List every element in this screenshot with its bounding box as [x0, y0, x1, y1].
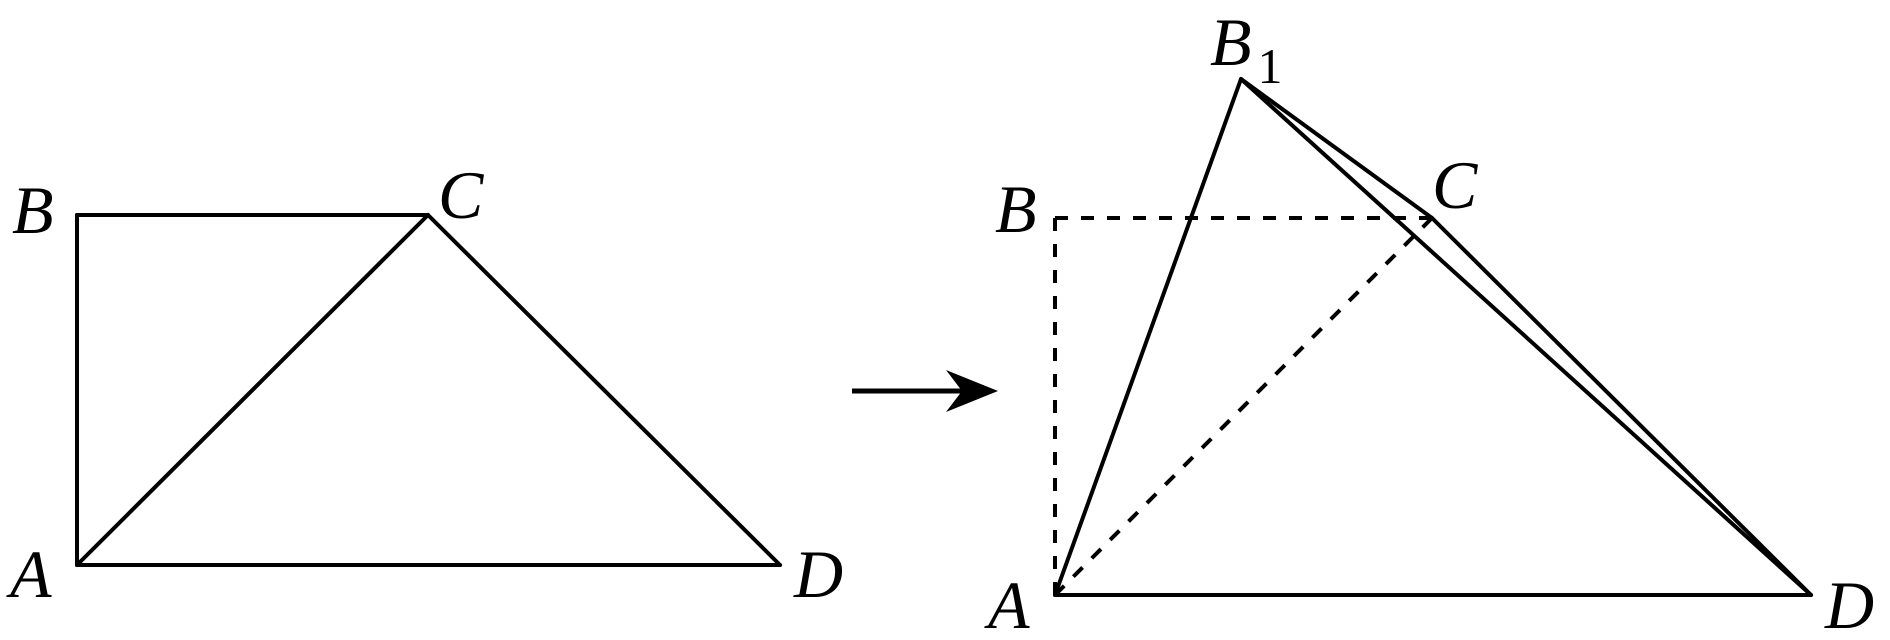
hidden-edge-AC [1053, 216, 1434, 597]
label-right-D: D [1824, 567, 1874, 640]
edge-CD [1430, 216, 1813, 597]
arrow-head [946, 370, 998, 412]
label-right-C: C [1432, 147, 1478, 223]
label-right-A: A [984, 567, 1030, 640]
edge-CD [426, 213, 782, 567]
label-right-B1-letter: B [1210, 4, 1252, 80]
label-right-B1-subscript: 1 [1258, 38, 1283, 94]
edge-B1D [1239, 77, 1813, 597]
left-figure: B C A D [6, 157, 843, 612]
label-left-A: A [6, 536, 52, 612]
label-left-B: B [12, 172, 54, 248]
label-left-D: D [793, 536, 843, 612]
edge-AB1 [1053, 77, 1243, 597]
edge-B1C [1239, 77, 1434, 220]
label-left-C: C [438, 157, 484, 233]
diagonal-AC [75, 213, 430, 567]
transform-arrow [852, 370, 998, 412]
label-right-B: B [995, 171, 1037, 247]
